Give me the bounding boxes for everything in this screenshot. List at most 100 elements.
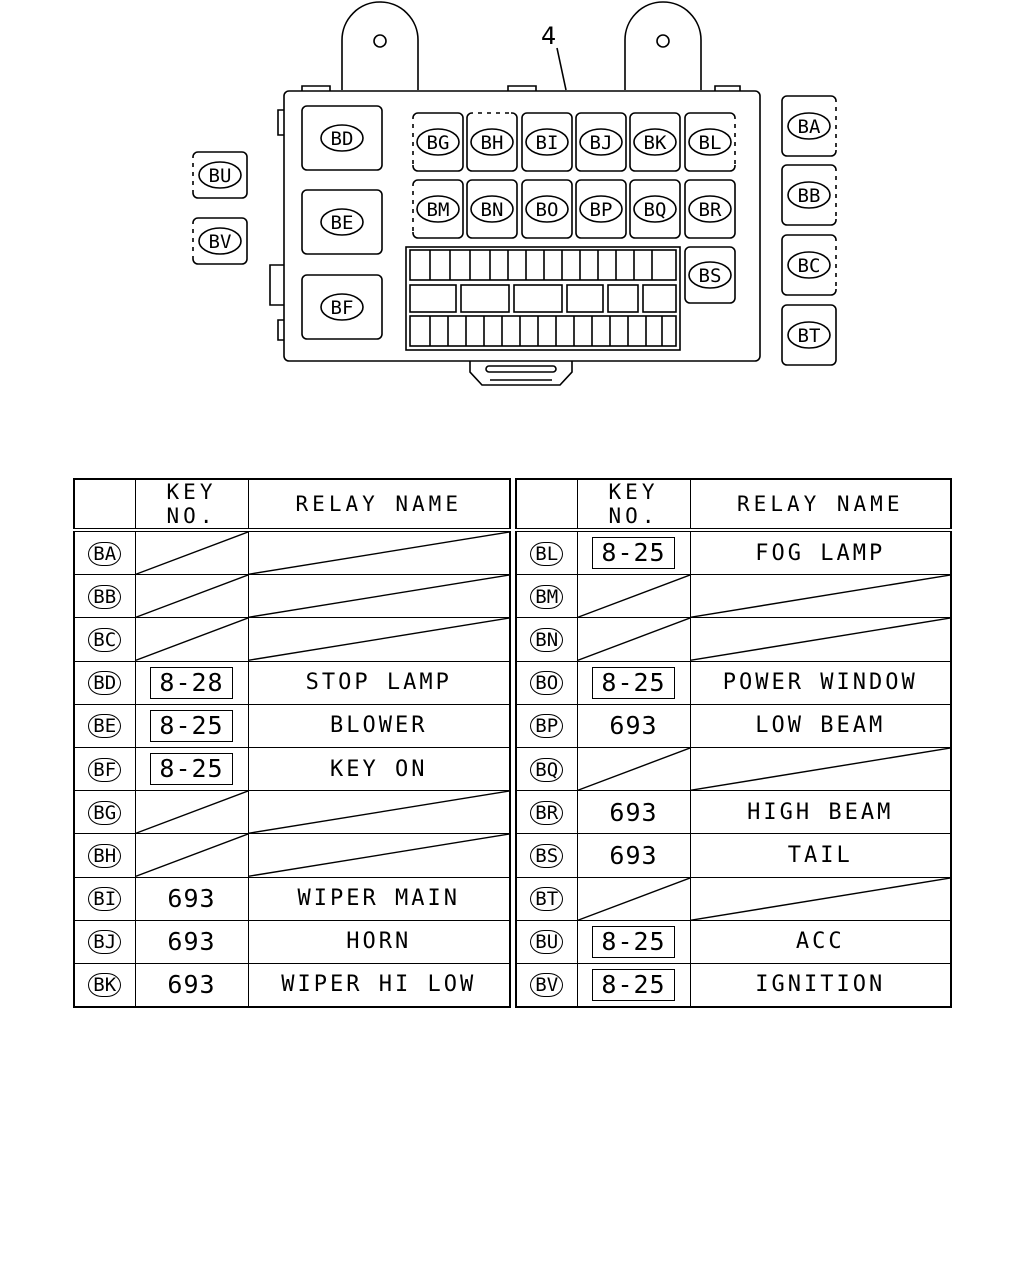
key-no-value: 8-25: [150, 709, 233, 742]
relay-code: BU: [530, 930, 564, 955]
key-no-cell: 693: [134, 919, 249, 964]
fuse-box-housing: [283, 90, 761, 362]
callout-leader: [556, 47, 567, 91]
mounting-hole-right: [656, 34, 670, 48]
relay-name-cell: [689, 574, 952, 619]
table-row: BS 693 TAIL: [515, 833, 952, 878]
relay-name-cell: HIGH BEAM: [689, 790, 952, 835]
key-no-cell: [576, 574, 691, 619]
key-no-cell: 8-25: [134, 746, 249, 792]
relay-name-cell: [247, 529, 511, 576]
table-row: BT: [515, 876, 952, 921]
relay-socket-bd: BD: [301, 105, 383, 171]
relay-code-cell: BB: [73, 574, 136, 619]
key-no-cell: [134, 574, 249, 619]
key-no-value: 8-25: [592, 968, 675, 1001]
relay-socket-label: BI: [536, 132, 559, 154]
relay-name-cell: POWER WINDOW: [689, 660, 952, 705]
relay-socket-label: BA: [798, 116, 821, 138]
relay-code-cell: BT: [515, 876, 578, 921]
relay-code: BJ: [88, 930, 122, 955]
relay-code-cell: BD: [73, 660, 136, 705]
relay-socket-bb: BB: [781, 164, 838, 226]
relay-code: BM: [530, 584, 564, 609]
relay-socket-label: BS: [699, 265, 722, 287]
table-row: BC: [73, 617, 511, 662]
table-header-row: KEY NO. RELAY NAME: [515, 478, 952, 532]
key-no-cell: [134, 529, 249, 576]
relay-socket-label: BP: [590, 199, 613, 221]
relay-code: BE: [88, 714, 122, 739]
relay-socket-bg: BG: [411, 112, 464, 172]
relay-code: BA: [88, 541, 122, 566]
relay-name-cell: WIPER HI LOW: [247, 962, 511, 1008]
key-no-value: 8-25: [592, 925, 675, 958]
table-row: BQ: [515, 746, 952, 792]
relay-name-cell: IGNITION: [689, 962, 952, 1008]
relay-code-cell: BE: [73, 703, 136, 748]
relay-code-cell: BF: [73, 746, 136, 792]
side-tab: [277, 109, 284, 136]
relay-code-cell: BG: [73, 790, 136, 835]
relay-socket-bv: BV: [191, 217, 248, 265]
relay-code: BF: [88, 757, 122, 782]
relay-code-cell: BO: [515, 660, 578, 705]
key-no-value: 8-25: [592, 666, 675, 699]
relay-name-value: TAIL: [787, 842, 853, 868]
table-header-row: KEY NO. RELAY NAME: [73, 478, 511, 532]
relay-code-cell: BL: [515, 529, 578, 576]
key-no-cell: [134, 833, 249, 878]
key-no-value: 693: [609, 797, 658, 827]
table-row: BO 8-25 POWER WINDOW: [515, 660, 952, 705]
relay-name-value: ACC: [795, 929, 845, 955]
relay-name-value: WIPER MAIN: [297, 886, 460, 912]
key-no-cell: 693: [134, 876, 249, 921]
relay-name-cell: HORN: [247, 919, 511, 964]
relay-socket-label: BU: [209, 165, 232, 187]
bottom-latch: [469, 361, 573, 386]
relay-code: BN: [530, 627, 564, 652]
relay-code-cell: BQ: [515, 746, 578, 792]
relay-code: BD: [88, 671, 122, 696]
top-tab: [507, 85, 537, 91]
relay-socket-label: BQ: [644, 199, 667, 221]
relay-socket-label: BC: [798, 255, 821, 277]
relay-code: BC: [88, 627, 122, 652]
relay-name-cell: [247, 790, 511, 835]
relay-socket-bs: BS: [684, 246, 736, 304]
relay-socket-ba: BA: [781, 95, 838, 157]
header-key-no: KEY NO.: [134, 478, 249, 532]
relay-code-cell: BN: [515, 617, 578, 662]
relay-socket-bc: BC: [781, 234, 838, 296]
relay-code: BB: [88, 584, 122, 609]
relay-name-cell: [247, 574, 511, 619]
relay-socket-label: BL: [699, 132, 722, 154]
relay-name-cell: ACC: [689, 919, 952, 964]
relay-code: BO: [530, 671, 564, 696]
callout-number: 4: [541, 22, 556, 50]
relay-socket-br: BR: [684, 179, 736, 239]
header-relay-name: RELAY NAME: [247, 478, 511, 532]
relay-socket-bf: BF: [301, 274, 383, 340]
key-no-cell: 8-25: [576, 660, 691, 705]
key-no-value: 8-25: [592, 537, 675, 570]
relay-code: BG: [88, 800, 122, 825]
key-no-cell: 8-25: [134, 703, 249, 748]
relay-code: BS: [530, 843, 564, 868]
key-no-cell: 693: [576, 790, 691, 835]
relay-name-value: HIGH BEAM: [747, 799, 894, 825]
side-tab: [269, 264, 284, 306]
relay-code-cell: BP: [515, 703, 578, 748]
header-relay-name: RELAY NAME: [689, 478, 952, 532]
key-no-value: 693: [609, 840, 658, 870]
relay-name-value: POWER WINDOW: [722, 670, 918, 696]
relay-name-cell: BLOWER: [247, 703, 511, 748]
relay-code: BL: [530, 541, 564, 566]
relay-name-value: STOP LAMP: [305, 670, 452, 696]
